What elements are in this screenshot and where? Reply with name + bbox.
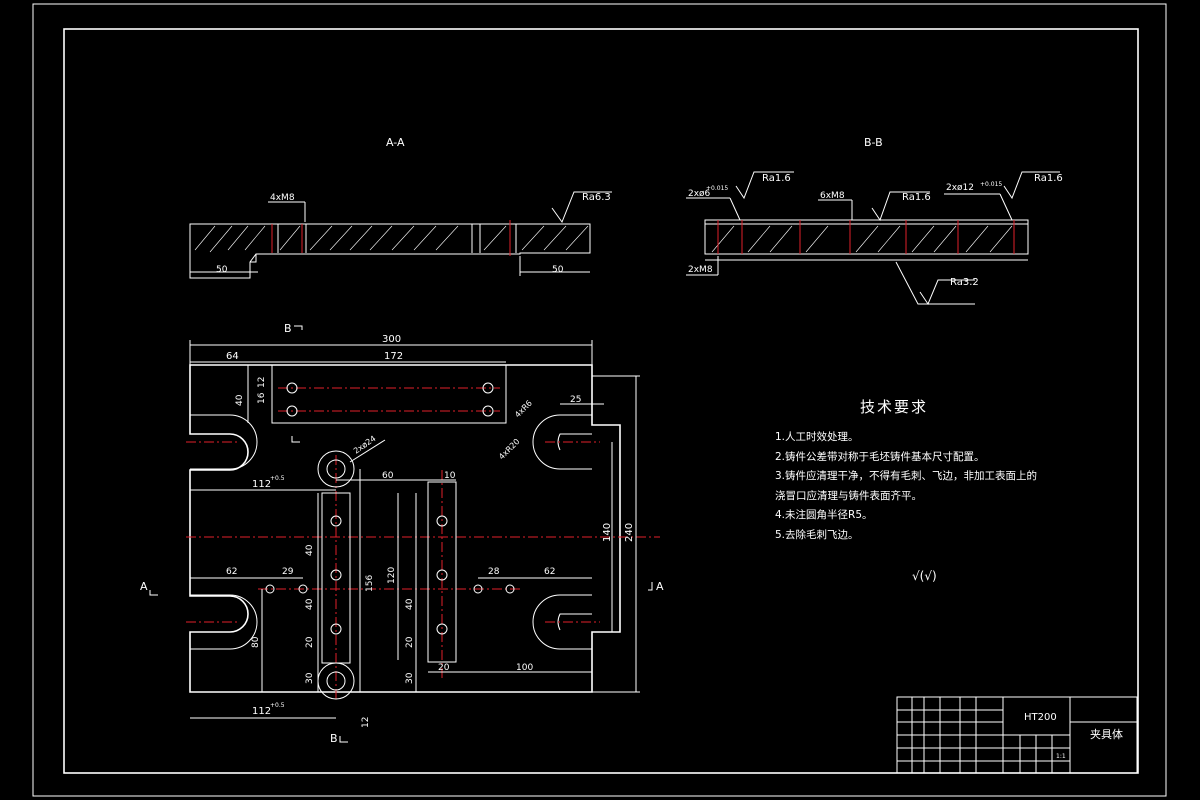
tech-requirement-item: 3.铸件应清理干净，不得有毛刺、飞边，非加工表面上的	[775, 470, 1038, 482]
dim-d100: 100	[516, 663, 533, 673]
dim-d30b: 30	[405, 672, 415, 684]
aa-roughness: Ra6.3	[582, 192, 611, 203]
bb-roughness-3: Ra1.6	[1034, 173, 1063, 184]
dim-d156: 156	[365, 575, 375, 592]
dim-d16: 16	[257, 392, 267, 404]
dim-d120: 120	[387, 567, 397, 584]
dim-d12: 12	[257, 377, 267, 388]
dim-112-bottom: 112	[252, 706, 271, 717]
bb-roughness-4: Ra3.2	[950, 277, 979, 288]
bb-bottom-note: 2xM8	[688, 265, 713, 275]
tech-requirement-item: 浇冒口应清理与铸件表面齐平。	[775, 489, 922, 502]
tech-requirements-title: 技术要求	[860, 398, 929, 416]
dim-112-bottom-tol: +0.5	[270, 702, 285, 709]
dim-112-top: 112	[252, 479, 271, 490]
section-aa-view: A-A 4xM8 Ra6.3 50 50	[189, 136, 612, 279]
section-bb-view: B-B 2xø6 +0.015 Ra1.6 6xM8 Ra1.6 2xø12 +…	[686, 136, 1063, 306]
dim-d40: 40	[235, 394, 245, 406]
cut-b-bottom: B	[330, 732, 338, 745]
dim-d40c: 40	[405, 598, 415, 610]
cut-a-left: A	[140, 580, 148, 593]
dim-r5: 4xR6	[513, 399, 534, 420]
dim-d25: 25	[570, 395, 581, 405]
aa-dim-left: 50	[216, 265, 228, 275]
tech-requirement-item: 5.去除毛刺飞边。	[775, 528, 859, 541]
section-aa-label: A-A	[386, 136, 405, 149]
title-block: HT200 夹具体 1:1	[896, 696, 1138, 774]
tech-requirement-item: 4.未注圆角半径R5。	[775, 509, 873, 521]
dim-d62-right: 62	[544, 567, 555, 577]
title-material: HT200	[1024, 712, 1057, 723]
bb-roughness-2: Ra1.6	[902, 192, 931, 203]
dim-r4: 4xR20	[497, 437, 521, 461]
roughness-other-symbol: √(√)	[912, 569, 937, 583]
cut-b-top: B	[284, 322, 292, 335]
dim-d20c: 20	[438, 663, 450, 673]
dim-d140: 140	[602, 523, 613, 542]
aa-hole-note: 4xM8	[270, 193, 295, 203]
bb-hole-note-3: 2xø12	[946, 183, 974, 193]
bb-hole-tol-3: +0.015	[980, 181, 1002, 188]
dim-slot-length: 172	[384, 351, 403, 362]
dim-d20a: 20	[305, 636, 315, 648]
dim-d80: 80	[251, 636, 261, 648]
tech-requirements-list: 1.人工时效处理。 2.铸件公差带对称于毛坯铸件基本尺寸配置。 3.铸件应清理干…	[775, 428, 1037, 545]
aa-dim-right: 50	[552, 265, 564, 275]
section-bb-label: B-B	[864, 136, 883, 149]
dim-overall-width: 300	[382, 334, 401, 345]
dim-d40b: 40	[305, 598, 315, 610]
outer-border	[32, 3, 1167, 797]
dim-d240: 240	[624, 523, 635, 542]
bb-roughness-1: Ra1.6	[762, 173, 791, 184]
dim-d62-left: 62	[226, 567, 237, 577]
title-scale: 1:1	[1056, 753, 1066, 760]
dim-d30a: 30	[305, 672, 315, 684]
bb-hole-note-2: 6xM8	[820, 191, 845, 201]
dim-d20b: 20	[405, 636, 415, 648]
dim-left-offset: 64	[226, 351, 239, 362]
dim-112-top-tol: +0.5	[270, 475, 285, 482]
dim-d60: 60	[382, 471, 394, 481]
dim-d12-bottom: 12	[361, 717, 371, 728]
bb-hole-note-1: 2xø6	[688, 189, 711, 199]
dim-d10: 10	[444, 471, 456, 481]
cut-a-right: A	[656, 580, 664, 593]
title-part-name: 夹具体	[1090, 727, 1123, 741]
tech-requirement-item: 2.铸件公差带对称于毛坯铸件基本尺寸配置。	[775, 450, 985, 463]
inner-border	[63, 28, 1139, 774]
plan-view: 300 64 172 40 16 12 25 4xR6 4xR20 2xø24 …	[140, 322, 664, 745]
tech-requirement-item: 1.人工时效处理。	[775, 431, 859, 443]
dim-d29: 29	[282, 567, 294, 577]
dim-d40a: 40	[305, 544, 315, 556]
bb-hole-tol-1: +0.015	[706, 185, 728, 192]
dim-d28: 28	[488, 567, 500, 577]
